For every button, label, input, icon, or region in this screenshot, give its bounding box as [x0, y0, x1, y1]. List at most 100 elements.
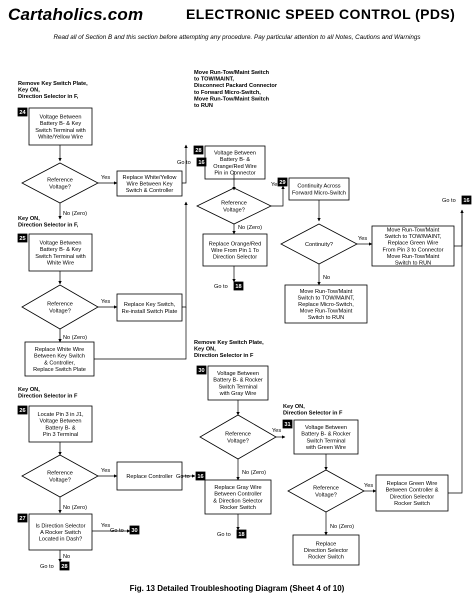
goto-18-a-badge-text: 18: [235, 284, 241, 290]
step31-badge-text: 31: [284, 422, 290, 428]
site-logo: Cartaholics.com: [8, 5, 144, 24]
step28-badge-text: 28: [195, 148, 201, 154]
step24-box: [28, 107, 93, 146]
goto-16-b-badge: [195, 471, 206, 481]
step30-badge: [196, 365, 207, 375]
goto-18-b-label: Go to: [217, 532, 231, 538]
step29-diamond-text: Continuity?: [305, 242, 333, 248]
step29-no-box: [284, 284, 368, 324]
step28-badge: [193, 145, 204, 155]
step31-yes-label: Yes: [364, 483, 373, 489]
step24-badge-text: 24: [19, 110, 26, 116]
goto-18-a-badge: [233, 281, 244, 291]
arrow-24-goto: [182, 144, 188, 184]
step30-no-label: No (Zero): [242, 470, 266, 476]
goto-28-badge: [59, 561, 70, 571]
step26-preconditions: Key ON,Direction Selector in F: [18, 387, 78, 400]
arrow-28-yes: [271, 185, 285, 207]
goto-18-a-label: Go to: [214, 284, 228, 290]
step27-yes-label: Yes: [101, 523, 110, 529]
step29-badge-text: 29: [279, 180, 285, 186]
goto-18-b-badge-text: 18: [238, 532, 244, 538]
step26-no-label: No (Zero): [63, 505, 87, 511]
step25-no-label: No (Zero): [63, 335, 87, 341]
goto-16-a-label: Go to: [177, 160, 191, 166]
step31-preconditions: Key ON,Direction Selector in F: [283, 404, 343, 417]
goto-16-c-badge: [461, 195, 472, 205]
step25-yes-label: Yes: [101, 299, 110, 305]
step25-badge: [17, 233, 28, 243]
step27-badge-text: 27: [19, 516, 25, 522]
page-title: ELECTRONIC SPEED CONTROL (PDS): [186, 6, 456, 22]
step27-box: [28, 513, 93, 551]
step31-badge: [282, 419, 293, 429]
arrow-29-goto: [454, 209, 464, 247]
step30-yes-label: Yes: [272, 428, 281, 434]
step25-box: [28, 233, 93, 272]
step26-box: [28, 405, 93, 443]
step25-preconditions: Key ON,Direction Selector in F,: [18, 216, 79, 229]
step28-box: [204, 145, 266, 180]
arrow-25-no-goto: [94, 307, 187, 360]
step26-yes-box-text: Replace Controller: [126, 474, 172, 480]
step27-no-label: No: [63, 554, 70, 560]
goto-30-label: Go to: [110, 528, 124, 534]
goto-30-badge-text: 30: [131, 528, 137, 534]
step30-badge-text: 30: [198, 368, 204, 374]
step24-no-label: No (Zero): [63, 211, 87, 217]
goto-28-badge-text: 28: [61, 564, 67, 570]
arrow-31-goto: [448, 210, 463, 494]
step26-badge: [17, 405, 28, 415]
goto-16-c-label: Go to: [442, 198, 456, 204]
step24-badge: [17, 107, 28, 117]
goto-16-b-label: Go to: [176, 474, 190, 480]
goto-16-c-badge-text: 16: [463, 198, 469, 204]
arrow-25-goto: [182, 201, 188, 308]
step29-no-label: No: [323, 275, 330, 281]
step30-preconditions: Remove Key Switch Plate,Key ON,Direction…: [194, 340, 264, 359]
page-header: Cartaholics.com ELECTRONIC SPEED CONTROL…: [0, 0, 474, 32]
step26-yes-label: Yes: [101, 468, 110, 474]
step28-no-label: No (Zero): [238, 225, 262, 231]
goto-16-a-badge: [196, 157, 207, 167]
goto-18-b-badge: [236, 529, 247, 539]
step24-preconditions: Remove Key Switch Plate,Key ON,Direction…: [18, 81, 88, 100]
step31-no-label: No (Zero): [330, 524, 354, 530]
step24-yes-label: Yes: [101, 175, 110, 181]
step26-badge-text: 26: [19, 408, 25, 414]
step29-yes-label: Yes: [358, 236, 367, 242]
goto-16-b-badge-text: 16: [197, 474, 203, 480]
step25-badge-text: 25: [19, 236, 25, 242]
step25-yes-box-text: Replace Key Switch,Re-install Switch Pla…: [122, 302, 178, 315]
goto-16-a-badge-text: 16: [198, 160, 204, 166]
figure-caption: Fig. 13 Detailed Troubleshooting Diagram…: [129, 584, 345, 593]
goto-28-label: Go to: [40, 564, 54, 570]
step27-badge: [17, 513, 28, 523]
caution-note: Read all of Section B and this section b…: [53, 34, 421, 41]
step28-yes-label: Yes: [271, 182, 280, 188]
